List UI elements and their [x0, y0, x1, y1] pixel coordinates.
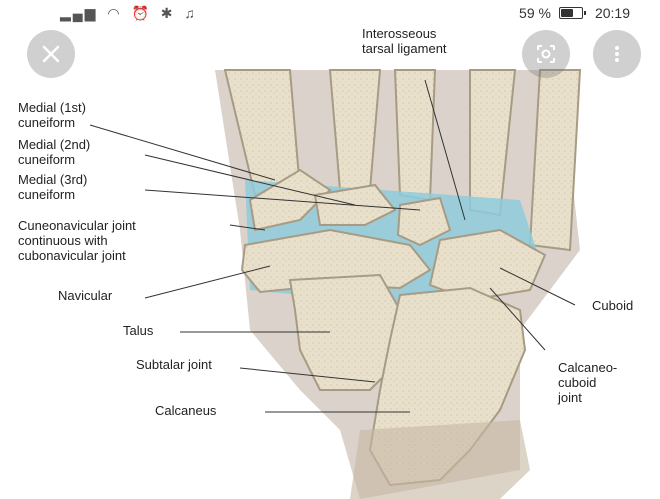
- metatarsal-5: [530, 70, 580, 250]
- lens-button[interactable]: [522, 30, 570, 78]
- label-calcaneus: Calcaneus: [155, 403, 216, 418]
- more-options-button[interactable]: [593, 30, 641, 78]
- wifi-icon: ◠: [107, 5, 121, 21]
- anatomy-figure: Interosseous tarsal ligament Medial (1st…: [0, 30, 660, 499]
- label-text: Talus: [123, 323, 153, 338]
- status-right: 59 % 20:19: [519, 5, 630, 21]
- label-talus: Talus: [123, 323, 153, 338]
- label-interosseous-tarsal-ligament: Interosseous tarsal ligament: [362, 26, 447, 56]
- clock-time: 20:19: [595, 5, 630, 21]
- lens-icon: [534, 42, 558, 66]
- metatarsal-2: [330, 70, 380, 190]
- label-subtalar-joint: Subtalar joint: [136, 357, 212, 372]
- label-text: Cuboid: [592, 298, 633, 313]
- label-calcaneocuboid-joint: Calcaneo- cuboid joint: [558, 360, 617, 405]
- label-medial-3rd-cuneiform: Medial (3rd) cuneiform: [18, 172, 87, 202]
- bluetooth-icon: ✱: [161, 5, 175, 21]
- label-text: Medial (3rd) cuneiform: [18, 172, 87, 202]
- metatarsal-3: [395, 70, 435, 200]
- label-medial-2nd-cuneiform: Medial (2nd) cuneiform: [18, 137, 90, 167]
- label-text: Cuneonavicular joint continuous with cub…: [18, 218, 136, 263]
- label-text: Medial (2nd) cuneiform: [18, 137, 90, 167]
- status-bar: ▂▄▆ ◠ ⏰ ✱ ♫ 59 % 20:19: [0, 0, 660, 30]
- label-cuboid: Cuboid: [592, 298, 633, 313]
- signal-icon: ▂▄▆: [60, 5, 97, 21]
- label-text: Medial (1st) cuneiform: [18, 100, 86, 130]
- label-medial-1st-cuneiform: Medial (1st) cuneiform: [18, 100, 86, 130]
- label-text: Interosseous tarsal ligament: [362, 26, 447, 56]
- more-vertical-icon: [607, 44, 627, 64]
- close-icon: [40, 43, 62, 65]
- label-text: Subtalar joint: [136, 357, 212, 372]
- heel-shadow: [350, 420, 530, 499]
- label-navicular: Navicular: [58, 288, 112, 303]
- battery-icon: [559, 7, 583, 19]
- label-cuneonavicular-joint: Cuneonavicular joint continuous with cub…: [18, 218, 136, 263]
- nfc-icon: ♫: [184, 5, 197, 21]
- battery-percent: 59 %: [519, 5, 551, 21]
- label-text: Calcaneo- cuboid joint: [558, 360, 617, 405]
- foot-illustration: [0, 30, 660, 499]
- status-icons: ▂▄▆ ◠ ⏰ ✱ ♫: [60, 5, 201, 22]
- alarm-icon: ⏰: [131, 5, 150, 21]
- label-text: Navicular: [58, 288, 112, 303]
- close-button[interactable]: [27, 30, 75, 78]
- label-text: Calcaneus: [155, 403, 216, 418]
